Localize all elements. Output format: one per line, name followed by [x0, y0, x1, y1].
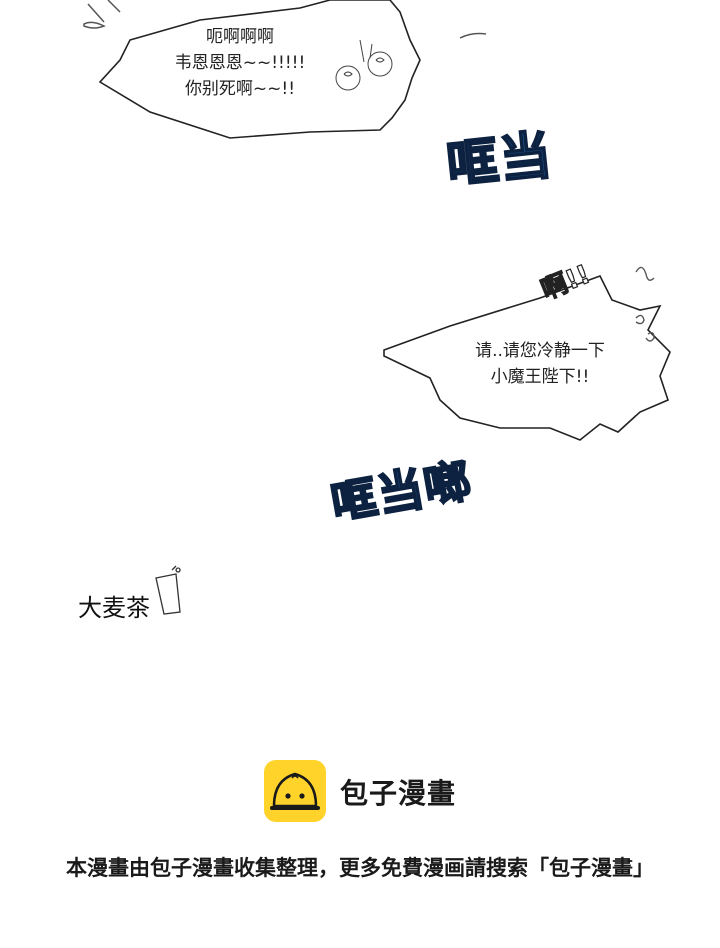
sound-effect-1: 哐当: [443, 125, 557, 198]
speech-bubble-2-outline: [383, 275, 671, 441]
bubble-1-line-1: 呃啊啊啊: [206, 27, 274, 47]
logo-bun-icon: [264, 760, 326, 822]
speech-bubble-2: 请..请您冷静一下 小魔王陛下!!: [440, 338, 640, 390]
bubble-1-line-3: 你别死啊~~!!: [184, 79, 296, 99]
speech-bubble-1-outline: [98, 0, 421, 139]
can-icon: [155, 565, 181, 615]
bubble-1-line-2: 韦恩恩恩~~!!!!!: [174, 53, 306, 73]
logo-name: 包子漫畫: [340, 777, 457, 810]
bubble-2-line-2: 小魔王陛下!!: [490, 367, 590, 387]
footer-watermark-text: 本漫畫由包子漫畫收集整理，更多免費漫画請搜索「包子漫畫」: [66, 856, 654, 880]
credit-tag: 大麦茶: [78, 594, 150, 622]
bubble-2-line-1: 请..请您冷静一下: [475, 341, 605, 361]
speech-bubble-1: 呃啊啊啊 韦恩恩恩~~!!!!! 你别死啊~~!!: [150, 24, 330, 102]
